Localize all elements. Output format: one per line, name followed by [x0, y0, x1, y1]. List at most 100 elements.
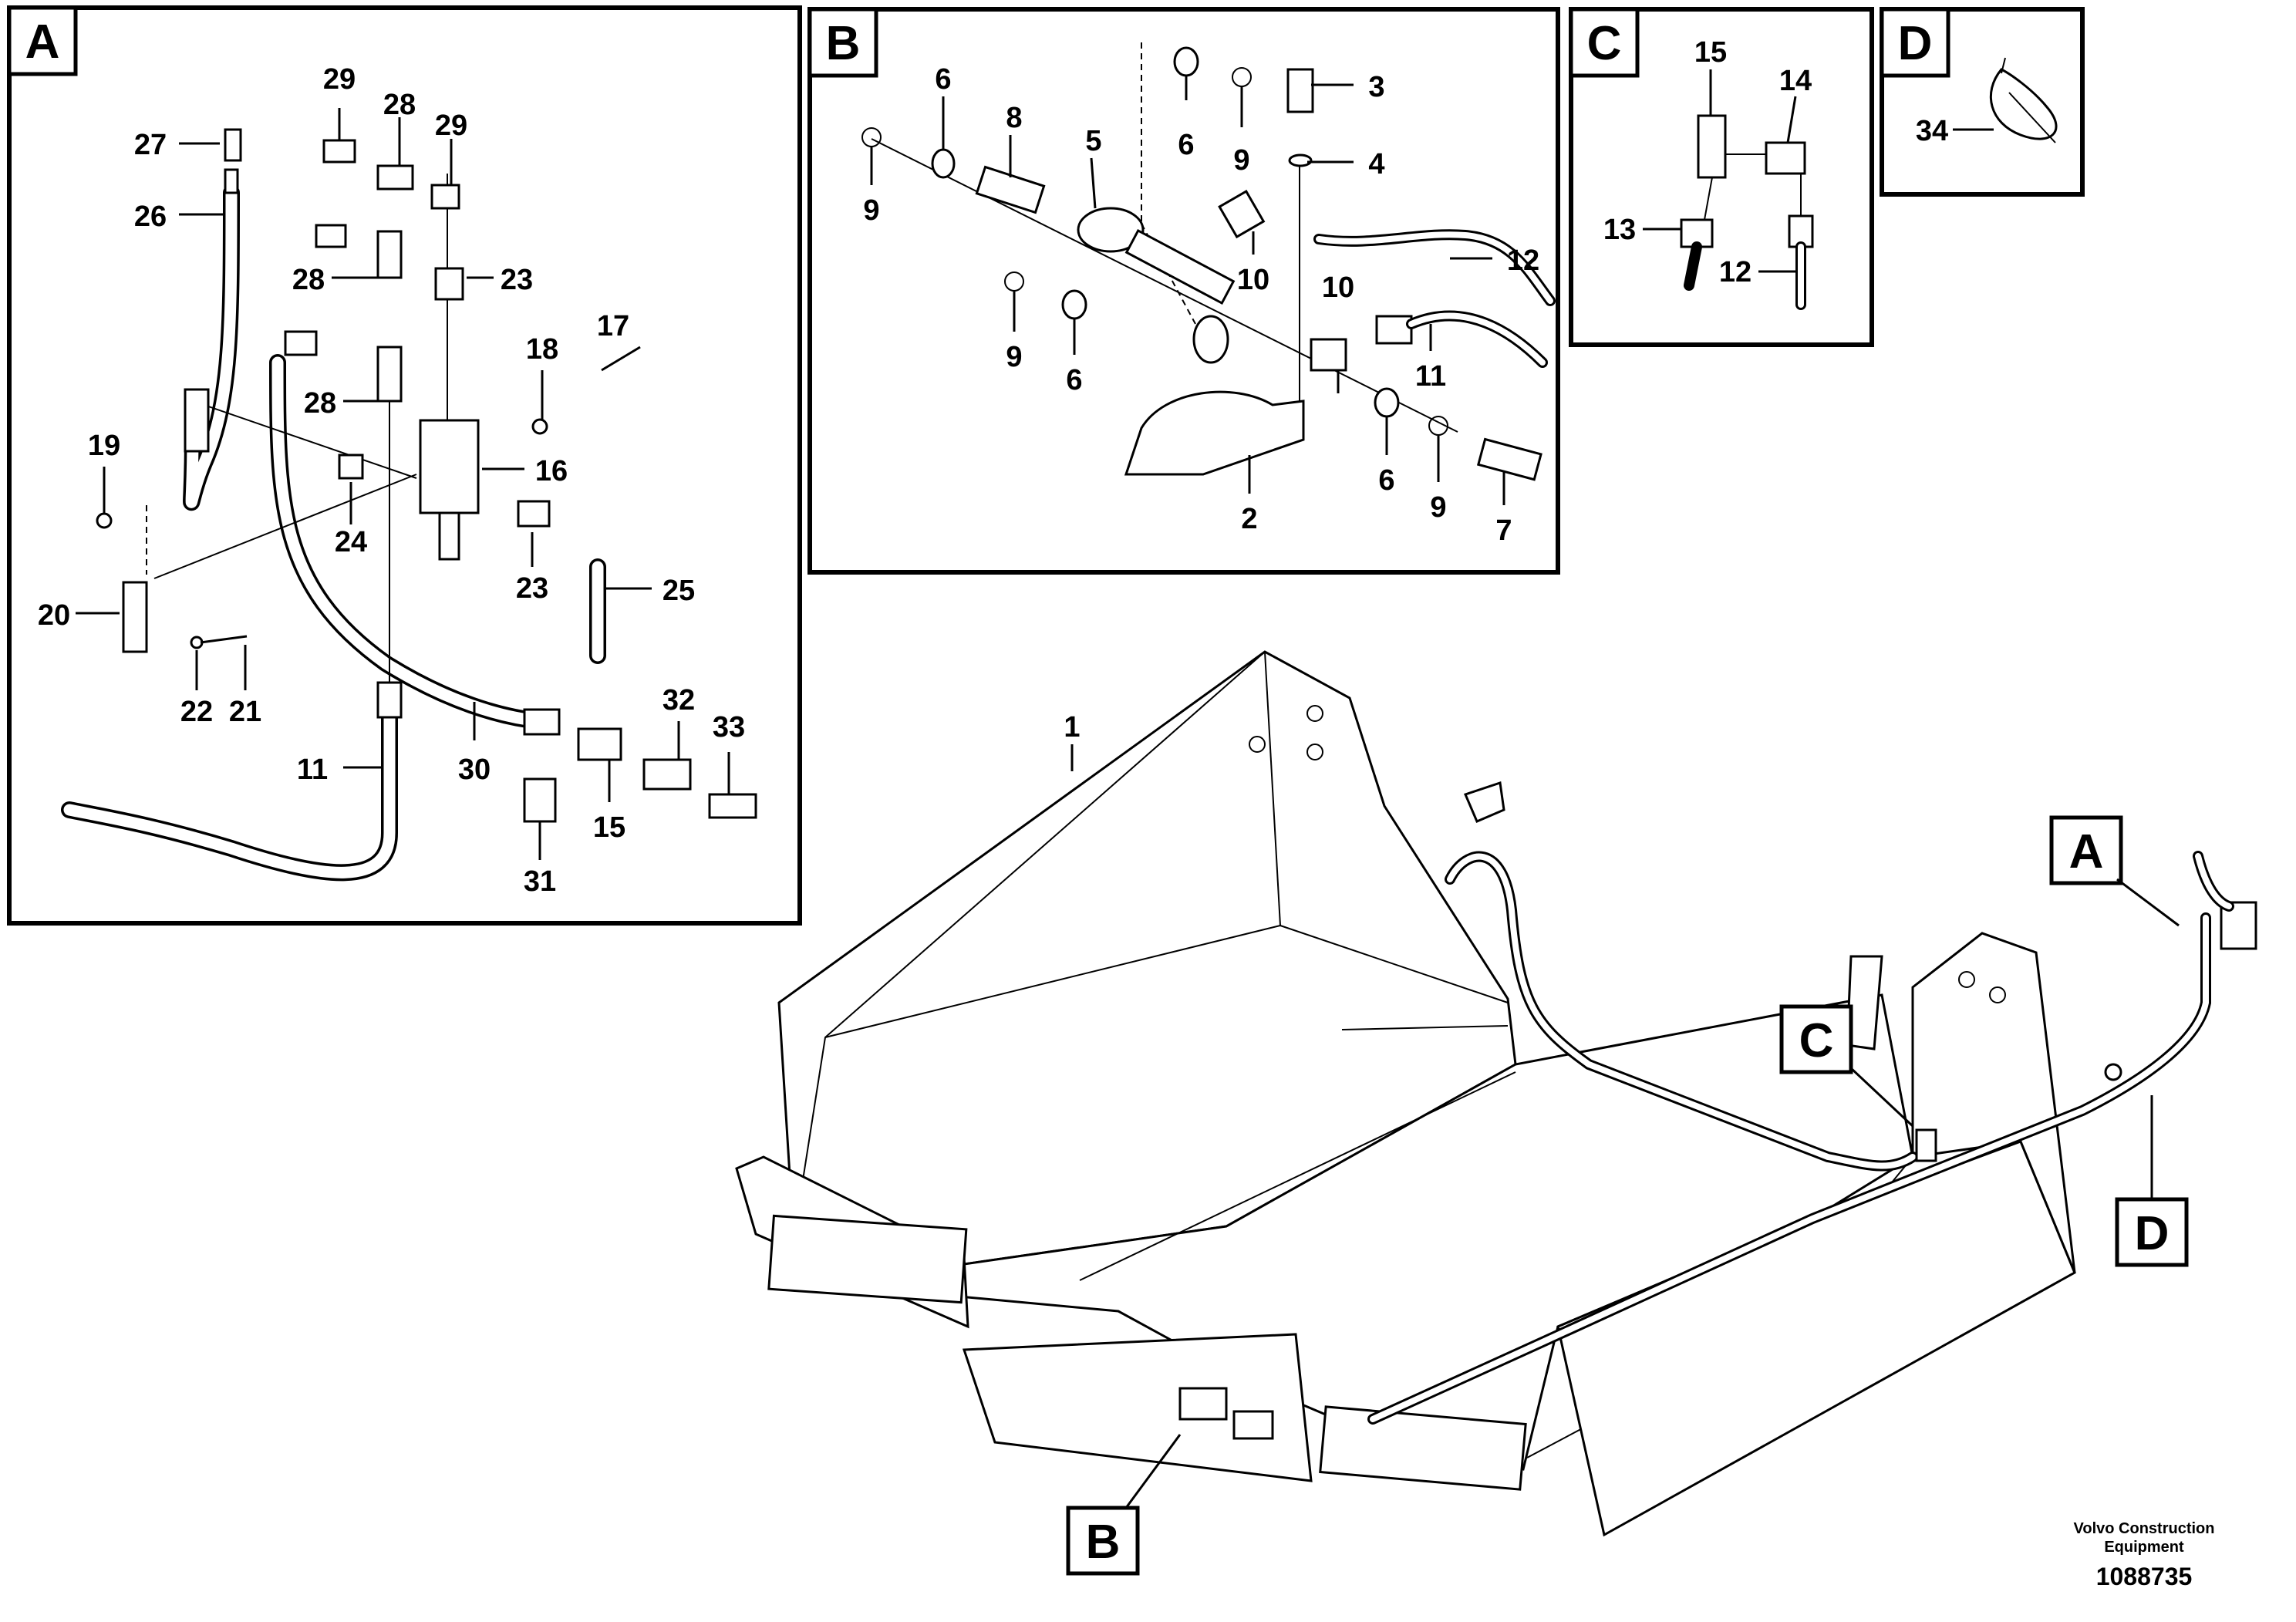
valve-cluster-b	[1178, 1387, 1228, 1421]
panel-d: D 34	[1880, 7, 2085, 197]
callout-b-9d: 9	[1430, 491, 1446, 524]
washer-4	[1288, 153, 1313, 167]
callout-a-16: 16	[535, 455, 568, 487]
callout-a-18: 18	[526, 333, 558, 366]
fitting-11	[1375, 315, 1413, 345]
bolt-3	[1286, 68, 1314, 113]
callout-c-15: 15	[1694, 36, 1727, 69]
panel-b-tag: B	[826, 17, 861, 70]
fitting-28b-elbow	[315, 224, 347, 248]
ref-tag-d: D	[2135, 1207, 2170, 1260]
fitting-26-end	[224, 168, 239, 194]
callout-a-23b: 23	[516, 572, 548, 605]
ref-tag-c-arrow	[1849, 1067, 1914, 1128]
callout-a-11: 11	[297, 754, 328, 786]
panel-b-leaders	[870, 76, 1505, 505]
callout-b-6d: 6	[1378, 464, 1394, 497]
callout-a-22: 22	[180, 696, 213, 728]
panel-c-frame	[1569, 7, 1874, 347]
tee-c-location	[1915, 1128, 1937, 1162]
bolt-21	[200, 635, 248, 644]
fitting-30-end	[523, 708, 561, 736]
panel-c-tag-box	[1569, 7, 1640, 78]
callout-a-19: 19	[88, 430, 120, 462]
fitting-28c	[376, 346, 403, 403]
ref-tag-b: B	[1086, 1516, 1121, 1569]
callout-b-6c: 6	[1066, 364, 1082, 396]
washer-6b	[1173, 46, 1199, 77]
ref-tag-d-box	[2115, 1197, 2189, 1267]
ref-tag-b-box	[1066, 1506, 1140, 1576]
clip-9d	[1428, 416, 1448, 436]
fitting-28b	[376, 230, 403, 279]
callout-b-6b: 6	[1178, 129, 1194, 161]
footer-company-line1: Volvo Construction	[2074, 1520, 2215, 1537]
panel-d-tag-box	[1880, 7, 1950, 78]
panel-a-tag: A	[25, 15, 60, 69]
bracket-2	[1124, 390, 1305, 476]
callout-a-24: 24	[335, 526, 367, 558]
fitting-27	[224, 128, 242, 162]
panel-d-frame	[1880, 7, 2085, 197]
callout-a-28c: 28	[304, 387, 336, 420]
washer-6c	[1061, 289, 1087, 320]
ref-tag-c: C	[1799, 1014, 1834, 1067]
panel-a: A	[7, 5, 802, 926]
tee-15	[1697, 114, 1727, 179]
ref-tag-c-box	[1779, 1004, 1853, 1074]
fitting-28a	[376, 164, 414, 191]
main-callouts: 1 A C D B	[1064, 711, 2189, 1576]
fitting-29b	[430, 184, 460, 210]
panel-a-fittings	[96, 128, 757, 823]
fitting-31	[523, 777, 557, 823]
panel-a-callouts: 27 26 29 28 29 28 23 28 18 17 19 16 24 2…	[38, 63, 745, 898]
fitting-23a	[434, 267, 464, 301]
panel-a-leaders	[76, 108, 730, 860]
fitting-11-end	[376, 681, 403, 719]
valve-cluster-b2	[1232, 1410, 1274, 1440]
panel-c-parts	[1680, 114, 1814, 310]
callout-a-21: 21	[229, 696, 261, 728]
callout-b-6a: 6	[935, 63, 951, 96]
fitting-29a	[322, 139, 356, 164]
right-skid-plate	[1319, 1405, 1527, 1491]
bushing-5	[1077, 207, 1145, 253]
callout-a-25: 25	[663, 575, 695, 607]
panel-a-frame	[7, 5, 802, 926]
clip-9a	[861, 127, 882, 147]
callout-b-10a: 10	[1237, 264, 1269, 296]
ref-tag-a-box	[2049, 815, 2123, 885]
valve-block-16	[419, 419, 480, 514]
callout-a-33: 33	[713, 711, 745, 744]
nut-19	[96, 512, 113, 529]
link-5	[1124, 228, 1236, 305]
callout-a-15: 15	[593, 811, 625, 844]
clip-d-location	[2104, 1063, 2122, 1081]
callout-a-32: 32	[663, 684, 695, 717]
panel-d-tag: D	[1898, 17, 1933, 70]
panel-c-tag: C	[1587, 17, 1622, 70]
fitting-33	[708, 793, 757, 819]
main-assembly	[735, 650, 2257, 1537]
ref-tag-b-arrow	[1124, 1434, 1182, 1509]
clip-9c	[1004, 271, 1024, 292]
washer-6a	[931, 148, 956, 179]
callout-b-2: 2	[1241, 503, 1257, 535]
callout-a-17: 17	[597, 310, 629, 342]
fitting-24	[338, 454, 364, 480]
callout-main-1: 1	[1064, 711, 1080, 744]
panel-b: B	[807, 7, 1560, 575]
bolt-17	[601, 346, 641, 372]
callout-c-13: 13	[1603, 214, 1636, 246]
left-skid-plate	[767, 1214, 968, 1304]
panel-b-parts	[861, 42, 1556, 481]
washer-6d	[1374, 387, 1400, 418]
callout-b-8: 8	[1006, 102, 1022, 134]
callout-c-12: 12	[1719, 256, 1752, 288]
fitting-hose-elbow	[284, 330, 318, 356]
callout-b-9a: 9	[863, 194, 879, 227]
panel-b-callouts: 6 8 5 6 9 3 4 9 9 10 10 12 9 6 11 6 7 2	[863, 63, 1539, 547]
callout-a-23a: 23	[501, 264, 533, 296]
washer-18	[531, 418, 548, 435]
callout-b-7: 7	[1495, 514, 1512, 547]
